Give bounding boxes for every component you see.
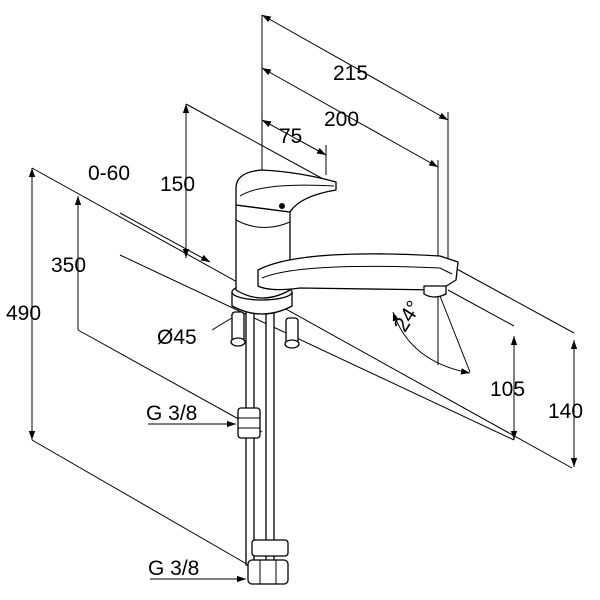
label-350: 350	[51, 254, 86, 277]
supply-hoses	[230, 304, 300, 585]
label-0-60: 0-60	[88, 162, 130, 185]
label-diameter-45: Ø45	[157, 326, 197, 349]
label-75: 75	[279, 125, 302, 148]
label-150: 150	[160, 173, 195, 196]
label-200: 200	[324, 108, 359, 131]
dim-line-0-60	[119, 212, 211, 263]
aerator	[423, 285, 447, 298]
faucet	[230, 169, 459, 585]
label-g-upper: G 3/8	[146, 402, 197, 425]
label-105: 105	[490, 378, 525, 401]
dimension-lines	[28, 14, 578, 583]
indicator-dot	[279, 203, 285, 209]
upper-fitting	[237, 407, 261, 439]
label-490: 490	[6, 302, 41, 325]
label-215: 215	[333, 62, 368, 85]
lever-handle	[235, 169, 337, 213]
dim-line-75	[261, 119, 327, 156]
dimension-labels: 215 200 75 0-60 150 350 490 Ø45 24° 105 …	[6, 62, 583, 580]
label-24-degrees: 24°	[390, 297, 426, 336]
lower-nut	[247, 559, 289, 585]
dim-line-200	[261, 67, 439, 168]
spout	[257, 253, 459, 291]
lower-nut-top	[251, 539, 289, 557]
dim-arc-24	[392, 311, 471, 375]
label-g-lower: G 3/8	[148, 557, 199, 580]
label-140: 140	[548, 400, 583, 423]
